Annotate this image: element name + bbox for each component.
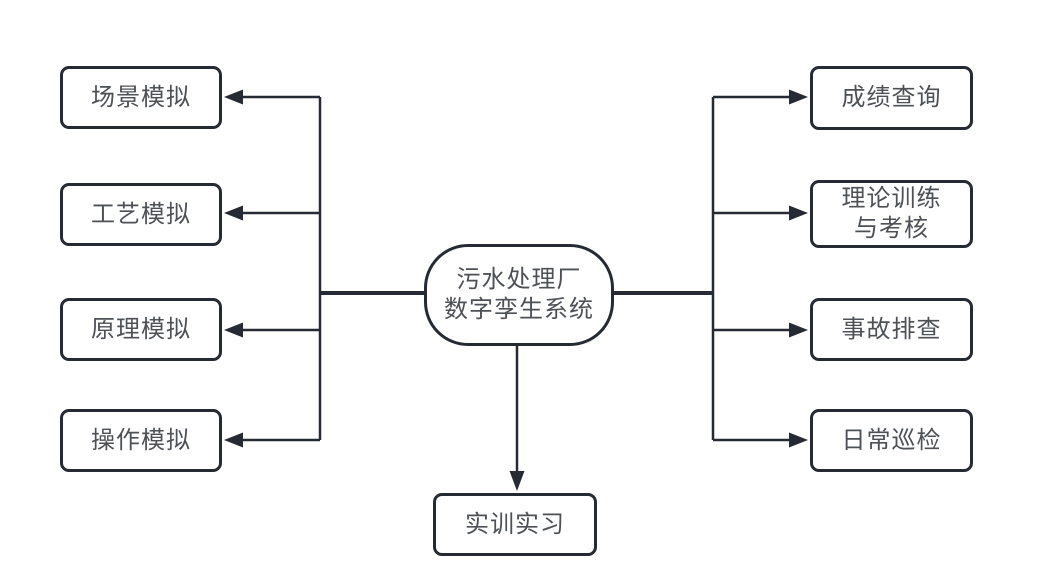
arrowhead-left-4 (224, 432, 243, 448)
arrowhead-right-4 (789, 432, 808, 448)
node-accident-troubleshooting: 事故排查 (810, 298, 973, 361)
arrowhead-left-3 (224, 322, 243, 338)
arrowhead-left-2 (224, 205, 243, 221)
arrowhead-bottom (509, 471, 525, 491)
node-process-simulation: 工艺模拟 (60, 183, 222, 246)
arrowhead-right-2 (789, 205, 808, 221)
node-theory-training-assessment: 理论训练 与考核 (810, 180, 973, 248)
node-scene-simulation: 场景模拟 (60, 66, 222, 129)
arrowhead-left-1 (224, 89, 243, 105)
node-principle-simulation: 原理模拟 (60, 298, 222, 361)
node-center-digital-twin-system: 污水处理厂 数字孪生系统 (424, 244, 614, 346)
node-daily-inspection: 日常巡检 (810, 409, 973, 472)
node-practical-training: 实训实习 (433, 493, 597, 556)
node-score-query: 成绩查询 (810, 66, 973, 130)
arrowhead-right-3 (789, 322, 808, 338)
node-operation-simulation: 操作模拟 (60, 409, 222, 472)
arrowhead-right-1 (789, 89, 808, 105)
